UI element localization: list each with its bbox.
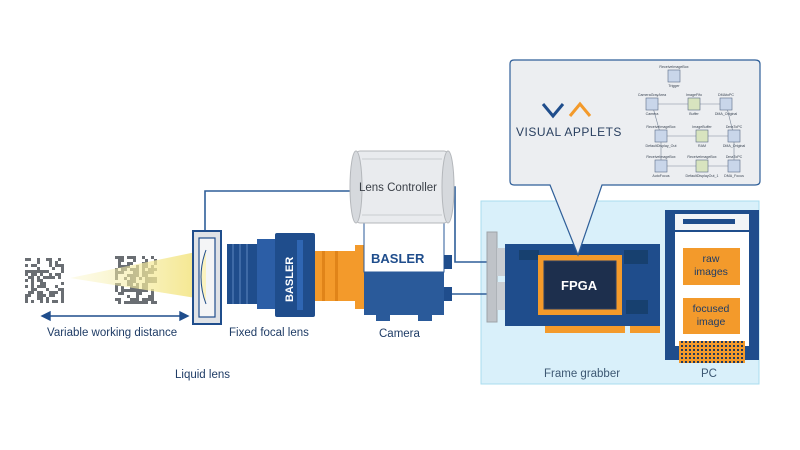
- applet-node-icon: [695, 159, 709, 173]
- applet-node-label: ReceiveImageBox: [659, 65, 688, 69]
- applet-node-icon: [719, 97, 733, 111]
- pc-label: PC: [701, 368, 717, 380]
- applet-node-label: CameraGrayArea: [638, 93, 666, 97]
- applet-node-icon: [727, 159, 741, 173]
- applet-node-icon: [654, 159, 668, 173]
- lens-controller: Lens Controller: [349, 150, 455, 224]
- applet-node-sub: Camera: [646, 112, 659, 116]
- camera-label: Camera: [379, 328, 421, 340]
- liquid-lens: [192, 230, 222, 325]
- light-beam: [70, 252, 196, 298]
- liquid-lens-label: Liquid lens: [175, 369, 230, 381]
- fixed-focal-lens-label: Fixed focal lens: [229, 327, 309, 339]
- fpga-label: FPGA: [561, 278, 598, 293]
- applet-node-sub: AutoFocus: [652, 174, 669, 178]
- applet-graph: ReceiveImageBoxTriggerCameraGrayAreaCame…: [638, 65, 745, 178]
- visual-applets-callout: VISUAL APPLETS ReceiveImageBoxTriggerCam…: [509, 59, 761, 257]
- lens-brand-text: BASLER: [284, 257, 296, 302]
- applet-node-label: DmaToPC: [726, 125, 743, 129]
- lens-controller-label: Lens Controller: [359, 182, 437, 194]
- applet-node-label: ReceiveImageBox: [646, 155, 675, 159]
- working-distance-label: Variable working distance: [47, 327, 177, 339]
- pc: [665, 210, 759, 363]
- applet-node-icon: [727, 129, 741, 143]
- applet-node-sub: DefaultDisplay_Out: [646, 144, 677, 148]
- applet-node-label: ImageFifo: [686, 93, 702, 97]
- applet-node-icon: [695, 129, 709, 143]
- frame-grabber-label: Frame grabber: [544, 368, 620, 380]
- camera-brand-text: BASLER: [371, 251, 425, 266]
- applet-node-sub: DMA_Original: [723, 144, 746, 148]
- applet-node-label: DMAtoPC: [718, 93, 734, 97]
- applet-node-label: ReceiveImageBox: [646, 125, 675, 129]
- applet-node-sub: DefaultDisplayOut_1: [686, 174, 719, 178]
- applet-node-sub: Buffer: [689, 112, 699, 116]
- camera: BASLER: [355, 217, 452, 321]
- visual-applets-text: VISUAL APPLETS: [516, 125, 622, 139]
- applet-node-label: DmaToPC: [726, 155, 743, 159]
- fpga-chip: FPGA: [538, 255, 622, 315]
- applet-node-icon: [645, 97, 659, 111]
- working-distance-arrow: [40, 310, 190, 322]
- fixed-focal-lens: BASLER: [227, 233, 355, 317]
- applet-node-sub: RAM: [698, 144, 706, 148]
- applet-node-icon: [654, 129, 668, 143]
- applet-node-icon: [667, 69, 681, 83]
- applet-node-label: ImageBuffer: [692, 125, 712, 129]
- applet-node-sub: Trigger: [668, 84, 680, 88]
- qr-code-far: [25, 258, 64, 303]
- applet-node-label: ReceiveImageBox: [687, 155, 716, 159]
- applet-node-sub: DMA_Original: [715, 112, 738, 116]
- applet-node-sub: DMA_Focus: [724, 174, 744, 178]
- visual-applets-logo: [541, 101, 592, 119]
- applet-node-icon: [687, 97, 701, 111]
